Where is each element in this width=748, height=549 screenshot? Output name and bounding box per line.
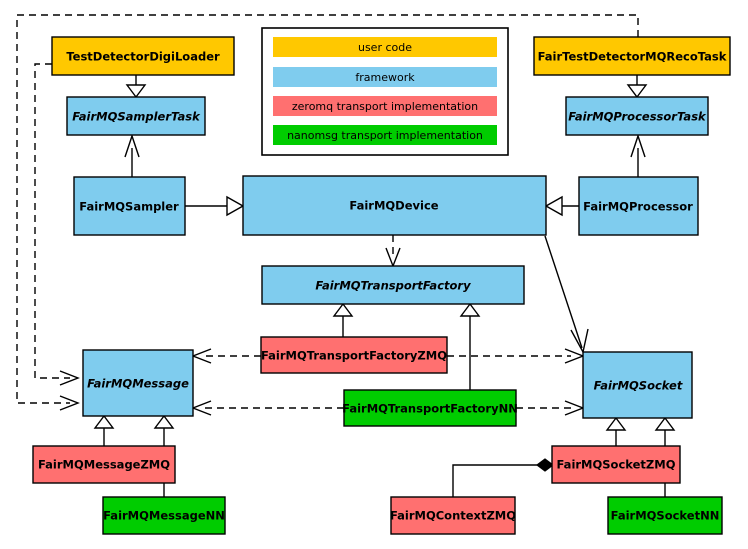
node-label: FairMQTransportFactoryNN [342,402,518,416]
legend-item-label: zeromq transport implementation [292,100,478,113]
node-rect [260,336,448,374]
legend-swatch [273,37,497,57]
node-fairmqsampler[interactable]: FairMQSampler [73,176,186,236]
arrowhead-recotask-to-processortask [626,84,648,99]
arrowhead-processor-to-device [544,195,563,217]
arrowhead-socketnn-to-socket [654,416,676,431]
node-label: FairMQProcessorTask [568,110,707,124]
node-fairmqsamplertask[interactable]: FairMQSamplerTask [66,96,206,136]
node-rect [261,265,525,305]
node-rect [578,176,699,236]
legend-item-framework: framework [273,67,497,87]
arrowhead-sampler-to-device [226,195,245,217]
edge-recotask-to-fairmqmessage [16,14,639,404]
node-label: FairMQSampler [79,200,179,214]
node-rect [390,496,516,535]
node-rect [565,96,709,136]
node-fairmqmessagezmq[interactable]: FairMQMessageZMQ [32,445,176,484]
node-fairmqprocessor[interactable]: FairMQProcessor [578,176,699,236]
node-rect [343,389,517,427]
legend-item-zeromq: zeromq transport implementation [273,96,497,116]
node-label: FairMQSocketNN [611,509,720,523]
node-rect [66,96,206,136]
node-label: FairMQDevice [349,199,438,213]
node-label: FairMQMessageZMQ [38,458,170,472]
node-rect [51,36,235,76]
arrowhead-transportfactorynn-to-transportfactory [459,302,481,317]
node-rect [582,351,693,419]
node-rect [242,175,547,236]
node-fairmqdevice[interactable]: FairMQDevice [242,175,547,236]
legend-item-label: user code [358,41,412,54]
arrowhead-processor-to-processortask [630,133,646,158]
node-fairmqsocketnn[interactable]: FairMQSocketNN [607,496,723,535]
arrowhead-socketzmq-to-socket [605,416,627,431]
node-label: FairMQTransportFactoryZMQ [261,349,447,363]
node-label: TestDetectorDigiLoader [66,50,220,64]
node-fairmqsocket[interactable]: FairMQSocket [582,351,693,419]
node-label: FairTestDetectorMQRecoTask [538,50,727,64]
arrowhead-sampler-to-samplertask [124,133,140,158]
node-rect [607,496,723,535]
node-label: FairMQMessageNN [103,509,225,523]
node-label: FairMQSocket [594,379,683,393]
node-fairmqtransportfactoryzmq[interactable]: FairMQTransportFactoryZMQ [260,336,448,374]
node-rect [73,176,186,236]
legend-item-user-code: user code [273,37,497,57]
arrowhead-messagenn-to-message [153,414,175,429]
node-rect [32,445,176,484]
node-fairmqtransportfactory[interactable]: FairMQTransportFactory [261,265,525,305]
node-fairtestdetectormqrecotask[interactable]: FairTestDetectorMQRecoTask [533,36,731,76]
arrowhead-digiloader-to-fairmqmessage [59,370,80,386]
node-fairmqsocketzmq[interactable]: FairMQSocketZMQ [551,445,681,484]
node-fairmqprocessortask[interactable]: FairMQProcessorTask [565,96,709,136]
node-label: FairMQSamplerTask [72,110,201,124]
legend-swatch [273,125,497,145]
node-label: FairMQTransportFactory [315,279,471,293]
node-fairmqmessage[interactable]: FairMQMessage [82,349,194,417]
arrowhead-digiloader-to-samplertask [125,84,147,99]
arrowhead-messagezmq-to-message [93,414,115,429]
node-fairmqcontextzmq[interactable]: FairMQContextZMQ [390,496,516,535]
legend-item-label: nanomsg transport implementation [287,129,483,142]
node-label: FairMQSocketZMQ [557,458,676,472]
edge-device-to-socket [544,235,583,349]
node-testdetectordigiloader[interactable]: TestDetectorDigiLoader [51,36,235,76]
legend-item-nanomsg: nanomsg transport implementation [273,125,497,145]
node-label: FairMQContextZMQ [390,509,516,523]
node-label: FairMQProcessor [583,200,693,214]
edge-digiloader-to-fairmqmessage [34,63,70,379]
node-rect [102,496,226,535]
legend-swatch [273,96,497,116]
node-rect [551,445,681,484]
node-rect [533,36,731,76]
legend-item-label: framework [355,71,415,84]
edge-contextzmq-to-socketzmq [452,464,537,497]
node-rect [82,349,194,417]
arrowhead-recotask-to-fairmqmessage [59,395,80,411]
node-fairmqtransportfactorynn[interactable]: FairMQTransportFactoryNN [342,389,518,427]
arrowhead-transportfactoryzmq-to-transportfactory [332,302,354,317]
legend-swatch [273,67,497,87]
node-fairmqmessagenn[interactable]: FairMQMessageNN [102,496,226,535]
node-label: FairMQMessage [87,377,189,391]
